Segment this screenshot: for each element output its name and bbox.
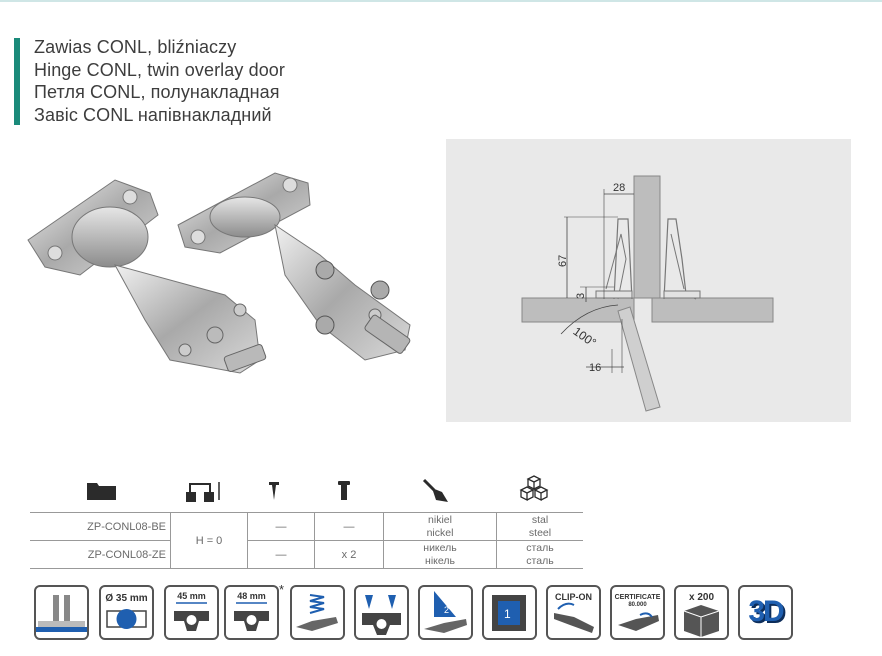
overlay-type-badge [34,585,89,640]
dim-28-label: 28 [613,182,625,194]
3d-model-badge[interactable]: 3D [738,585,793,640]
box-icon [683,605,720,637]
svg-text:2: 2 [444,605,449,615]
euro-screw-value: x 2 [314,540,384,569]
material-ru: сталь [526,542,554,554]
title-ru: Петля CONL, полунакладная [34,82,280,102]
table-row: ZP-CONL08-BE H = 0 — — nikiel nickel sta… [30,512,584,569]
mounting-plate-icon [174,602,209,631]
pack-quantity-label: x 200 [688,592,715,603]
height-adjust-icon [186,482,220,502]
cabinet-icon: 1 [492,595,526,631]
title-en: Hinge CONL, twin overlay door [34,59,286,80]
screw-icon [269,482,279,500]
twin-overlay-icon [36,595,87,632]
euro-screw-value: — [314,512,384,541]
angle-label: 100° [570,324,599,350]
drawing-svg: 28 67 3 100° 16 [521,175,774,412]
hinge-product-photo [27,172,411,374]
adjustment-icon: 2 [424,591,467,633]
finish-pl: nikiel [428,514,452,526]
distance-48-label: 48 mm [237,591,266,601]
cup-icon [106,609,147,629]
product-titles: Zawias CONL, bliźniaczy Hinge CONL, twin… [34,36,285,126]
svg-text:1: 1 [504,607,511,621]
euro-screw-icon [338,481,350,500]
cup-diameter-badge: Ø 35 mm [99,585,154,640]
certificate-badge: CERTIFICATE 80.000 [610,585,665,640]
material-ru-uk: сталь сталь [497,541,584,569]
title-pl: Zawias CONL, bliźniaczy [34,37,237,57]
cabinet-adjust-badge: 1 [482,585,537,640]
pack-quantity-badge: x 200 [674,585,729,640]
height-value: H = 0 [170,512,248,569]
clip-on-label: CLIP-ON [555,592,592,602]
certificate-value: 80.000 [628,602,647,608]
dim-67-label: 67 [557,255,569,267]
title-uk: Завіс CONL напівнакладний [34,104,272,125]
distance-45-badge: 45 mm [164,585,219,640]
screw-value: — [247,512,315,541]
clip-on-icon [554,602,594,633]
finish-uk: нікель [425,554,455,567]
certificate-icon [618,612,659,631]
finish-ru: никель [423,542,457,554]
technical-drawing: 28 67 3 100° 16 [446,139,851,422]
material-en-pl: stal steel [497,513,584,541]
material-cubes-icon [519,475,549,502]
finish-ru-uk: никель нікель [383,540,497,569]
screw-mount-badge [354,585,409,640]
asterisk-mark: * [279,582,285,597]
product-code: ZP-CONL08-ZE [87,548,166,561]
spec-table: ZP-CONL08-BE H = 0 — — nikiel nickel sta… [30,512,583,569]
screw-mount-icon [362,595,401,635]
adjustment-badge: 2 [418,585,473,640]
screw-value: — [247,540,315,569]
folder-icon [87,483,116,500]
cup-diameter-label: Ø 35 mm [105,593,148,604]
clip-on-badge: CLIP-ON [546,585,601,640]
spring-icon [296,594,338,631]
dim-16-label: 16 [589,362,601,374]
distance-48-badge: 48 mm [224,585,279,640]
title-accent-bar [14,38,20,125]
finish-en: nickel [426,526,454,539]
distance-45-label: 45 mm [177,591,206,601]
top-divider [0,0,882,2]
material-pl: stal [531,514,549,526]
material-en: steel [528,526,552,539]
certificate-label: CERTIFICATE [614,594,661,601]
3d-label: 3D [748,595,784,628]
table-row: ZP-CONL08-ZE — x 2 никель нікель сталь с… [30,540,584,569]
finish-en-pl: nikiel nickel [383,512,497,541]
mounting-plate-icon [234,602,269,631]
paint-brush-icon [422,478,448,502]
material-uk: сталь [526,554,554,567]
dim-3-label: 3 [575,293,587,299]
soft-close-badge [290,585,345,640]
product-code: ZP-CONL08-BE [87,520,166,533]
